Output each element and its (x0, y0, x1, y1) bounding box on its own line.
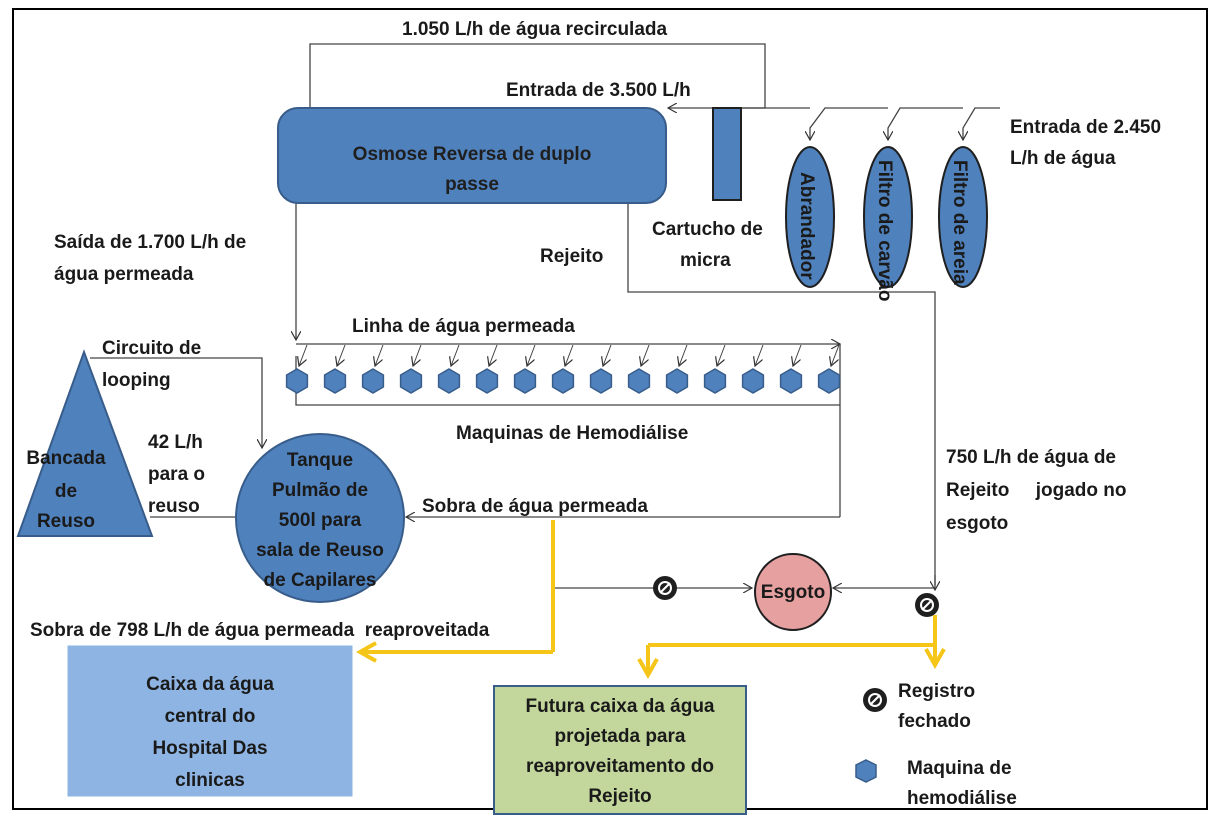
legend-valve-label-2: fechado (898, 711, 971, 732)
recirculated-label: 1.050 L/h de água recirculada (402, 19, 667, 40)
reuse-bench-label-2: de (55, 481, 77, 502)
reuse-flow-label-2: para o (148, 464, 205, 485)
hexagon-machine-icon (551, 368, 575, 394)
reuse-bench-shape (16, 349, 154, 537)
hexagon-machine-icon (741, 368, 765, 394)
surplus-label: Sobra de água permeada (422, 496, 648, 517)
machine-inlet-arrow (565, 344, 574, 366)
machine-inlet-arrow (793, 344, 802, 366)
reuse-flow-lines (360, 520, 935, 675)
hemodialysis-machines (285, 368, 841, 394)
hexagon-machine-icon (779, 368, 803, 394)
recirculation-line (309, 43, 766, 108)
carbon-filter-shape (863, 146, 913, 288)
tank-label-5: de Capilares (264, 570, 377, 591)
closed-valve-icon (653, 576, 677, 600)
central-tank-shape (67, 645, 353, 797)
loop-label-1: Circuito de (102, 338, 201, 359)
tank-label-2: Pulmão de (272, 480, 368, 501)
hexagon-machine-icon (589, 368, 613, 394)
input-3500-label: Entrada de 3.500 L/h (506, 80, 691, 101)
closed-valve-icon (863, 688, 887, 712)
machine-inlet-arrow (755, 344, 764, 366)
osmosis-label-1: Osmose Reversa de duplo (353, 144, 592, 165)
machine-inlet-arrow (831, 344, 840, 366)
hexagon-machine-icon (323, 368, 347, 394)
hexagon-machine-icon (627, 368, 651, 394)
hexagon-machine-icon (665, 368, 689, 394)
hexagon-machine-icon (475, 368, 499, 394)
machine-inlet-arrow (717, 344, 726, 366)
output-label-1: Saída de 1.700 L/h de (54, 232, 246, 253)
machine-inlet-arrow (489, 344, 498, 366)
reject-label: Rejeito (540, 246, 603, 267)
hexagon-machine-icon (513, 368, 537, 394)
machine-inlet-arrows (299, 344, 840, 366)
closed-valve-icon (915, 593, 939, 617)
machine-inlet-arrow (375, 344, 384, 366)
hexagon-machine-icon (285, 368, 309, 394)
future-tank-label-2: projetada para (555, 726, 686, 747)
hexagon-machine-icon (361, 368, 385, 394)
reuse-bench-label-3: Reuso (37, 511, 95, 532)
sand-filter-label: Filtro de areia (949, 160, 970, 285)
machine-inlet-arrow (679, 344, 688, 366)
central-tank-label-3: Hospital Das (152, 738, 267, 759)
legend-machine-label-1: Maquina de (907, 758, 1012, 779)
reuse-flow-label-3: reuso (148, 496, 200, 517)
future-tank-label-4: Rejeito (588, 786, 651, 807)
central-tank-label-4: clinicas (175, 770, 245, 791)
softener-label: Abrandador (796, 172, 817, 280)
reject-line (627, 200, 936, 585)
hexagon-machine-icon (817, 368, 841, 394)
sand-filter-shape (938, 146, 988, 288)
tank-label-4: sala de Reuso (256, 540, 384, 561)
reject-sewer-label-3: esgoto (946, 513, 1008, 534)
loop-label-2: looping (102, 370, 171, 391)
future-tank-shape (493, 685, 747, 815)
surplus-798-label: Sobra de 798 L/h de água permeada reapro… (30, 620, 490, 641)
machine-inlet-arrow (641, 344, 650, 366)
central-tank-label-1: Caixa da água (146, 674, 274, 695)
machine-inlet-arrow (337, 344, 346, 366)
tank-shape (235, 433, 405, 603)
reject-sewer-label-1: 750 L/h de água de (946, 447, 1116, 468)
permeate-line-label: Linha de água permeada (352, 316, 575, 337)
reuse-flow-label-1: 42 L/h (148, 432, 203, 453)
machine-inlet-arrow (451, 344, 460, 366)
machine-inlet-arrow (299, 344, 308, 366)
softener-shape (785, 146, 835, 288)
loop-line (90, 357, 262, 448)
input-2450-label-2: L/h de água (1010, 148, 1116, 169)
sewer-label: Esgoto (761, 582, 825, 603)
connector-lines (90, 43, 1000, 590)
hexagon-machine-icon (855, 759, 877, 783)
output-label-2: água permeada (54, 264, 194, 285)
osmosis-label-2: passe (445, 174, 499, 195)
central-tank-label-2: central do (165, 706, 256, 727)
input-2450-label-1: Entrada de 2.450 (1010, 117, 1161, 138)
cartridge-label-2: micra (680, 250, 731, 271)
hexagon-machine-icon (437, 368, 461, 394)
carbon-filter-label: Filtro de carvão (874, 160, 895, 302)
tank-label-1: Tanque (287, 450, 353, 471)
machine-inlet-arrow (603, 344, 612, 366)
cartridge-shape (712, 107, 742, 201)
sewer-shape (754, 553, 832, 631)
legend-valve-label-1: Registro (898, 681, 975, 702)
osmosis-box (277, 107, 667, 204)
machines-label: Maquinas de Hemodiálise (456, 423, 688, 444)
future-tank-label-3: reaproveitamento do (526, 756, 714, 777)
machine-inlet-arrow (527, 344, 536, 366)
cartridge-label-1: Cartucho de (652, 219, 763, 240)
tank-label-3: 500l para (279, 510, 362, 531)
future-tank-label-1: Futura caixa da água (525, 696, 714, 717)
reuse-bench-label-1: Bancada (26, 448, 106, 469)
reject-sewer-label-2: Rejeito jogado no (946, 480, 1127, 501)
hexagon-machine-icon (399, 368, 423, 394)
hexagon-machine-icon (703, 368, 727, 394)
legend-machine-label-2: hemodiálise (907, 788, 1017, 809)
machine-inlet-arrow (413, 344, 422, 366)
